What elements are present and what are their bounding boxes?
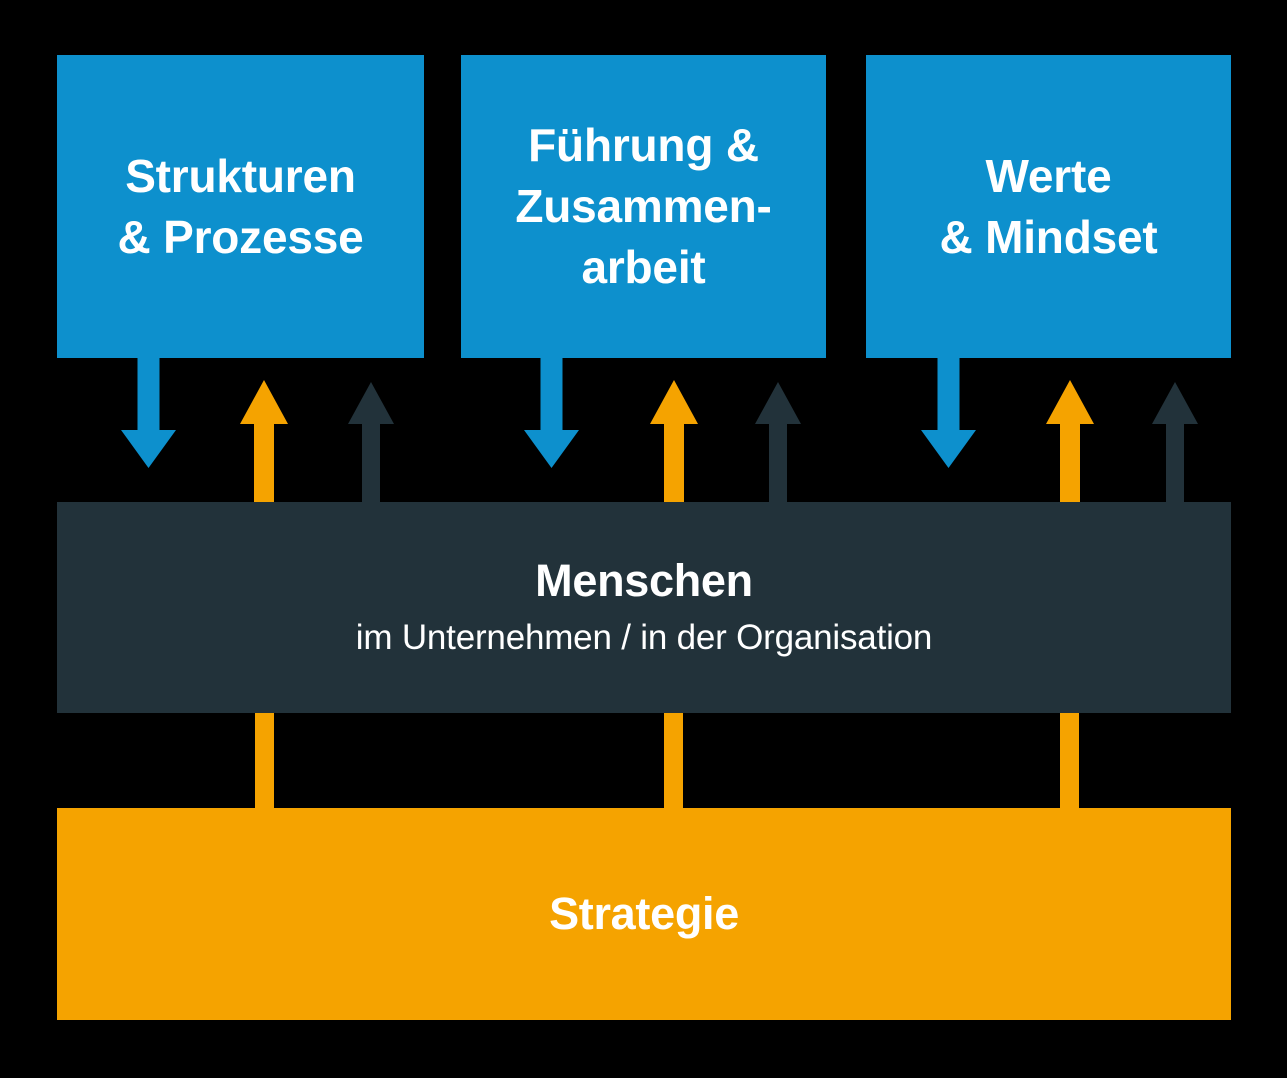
arrow-up-navy-icon — [1152, 382, 1198, 505]
strategy-label: Strategie — [549, 888, 739, 940]
arrow-up-orange-icon — [1046, 380, 1094, 505]
people-band: Menschen im Unternehmen / in der Organis… — [57, 502, 1231, 713]
strategy-connector-center — [664, 713, 683, 809]
arrow-down-blue-icon — [524, 358, 579, 468]
strategy-connector-left — [255, 713, 274, 809]
pillar-box-werte-mindset: Werte & Mindset — [866, 55, 1231, 358]
arrow-up-orange-icon — [240, 380, 288, 505]
arrow-down-blue-icon — [121, 358, 176, 468]
arrow-down-blue-icon — [921, 358, 976, 468]
strategy-connector-right — [1060, 713, 1079, 809]
pillar-label: Werte & Mindset — [939, 149, 1158, 263]
people-title: Menschen — [535, 555, 753, 607]
strategy-band: Strategie — [57, 808, 1231, 1020]
arrow-up-navy-icon — [755, 382, 801, 505]
pillar-box-fuehrung-zusammenarbeit: Führung & Zusammen- arbeit — [461, 55, 826, 358]
pillar-label: Führung & Zusammen- arbeit — [515, 119, 772, 293]
pillar-label: Strukturen & Prozesse — [117, 149, 364, 263]
arrow-up-orange-icon — [650, 380, 698, 505]
pillar-box-strukturen-prozesse: Strukturen & Prozesse — [57, 55, 424, 358]
arrow-up-navy-icon — [348, 382, 394, 505]
people-subtitle: im Unternehmen / in der Organisation — [355, 617, 933, 657]
